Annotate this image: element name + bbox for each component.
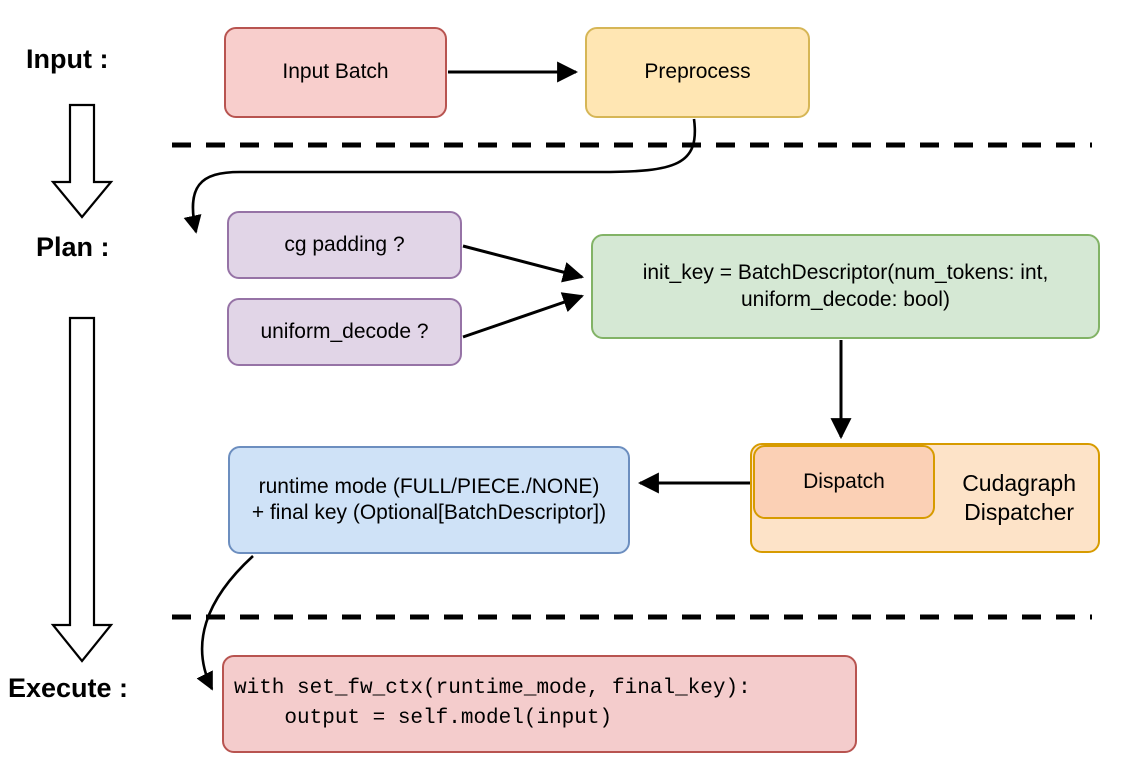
node-execute-code-text: with set_fw_ctx(runtime_mode, final_key)… [234,674,751,735]
node-input-batch-label: Input Batch [282,60,389,84]
uniform-decode-to-init-key-connector [462,292,584,339]
stage-label-execute: Execute : [8,673,129,703]
node-uniform-decode[interactable]: uniform_decode ? [227,298,462,366]
node-runtime-mode[interactable]: runtime mode (FULL/PIECE./NONE) + final … [228,446,630,554]
node-cudagraph-dispatcher-text: Cudagraph Dispatcher [962,469,1076,527]
node-preprocess-label: Preprocess [644,60,751,84]
node-execute-code-line1: with set_fw_ctx(runtime_mode, final_key)… [234,676,751,700]
node-execute-code[interactable]: with set_fw_ctx(runtime_mode, final_key)… [222,655,857,753]
node-init-key-line2: uniform_decode: bool) [741,287,950,311]
node-dispatch[interactable]: Dispatch [753,445,935,519]
node-cg-padding-label: cg padding ? [284,232,405,256]
node-cg-padding[interactable]: cg padding ? [227,211,462,279]
stage-label-plan: Plan : [36,232,110,262]
node-runtime-mode-line1: runtime mode (FULL/PIECE./NONE) [258,474,600,498]
input-to-plan-arrow [50,103,114,219]
node-runtime-mode-line2: + final key (Optional[BatchDescriptor]) [251,501,607,524]
node-preprocess[interactable]: Preprocess [585,27,810,118]
node-cudagraph-dispatcher-line1: Cudagraph [962,470,1076,497]
node-init-key-text: init_key = BatchDescriptor(num_tokens: i… [643,260,1049,313]
node-runtime-mode-text: runtime mode (FULL/PIECE./NONE) + final … [252,474,606,527]
node-init-key[interactable]: init_key = BatchDescriptor(num_tokens: i… [591,234,1100,339]
stage-label-input: Input : [26,44,109,74]
node-input-batch[interactable]: Input Batch [224,27,447,118]
node-init-key-line1: init_key = BatchDescriptor(num_tokens: i… [642,261,1049,285]
node-cudagraph-dispatcher-line2: Dispatcher [964,499,1075,525]
node-uniform-decode-label: uniform_decode ? [260,319,429,343]
node-execute-code-line2: output = self.model(input) [234,707,613,730]
cg-padding-to-init-key-connector [462,244,585,283]
node-dispatch-label: Dispatch [803,469,885,493]
plan-to-execute-arrow [50,316,114,663]
